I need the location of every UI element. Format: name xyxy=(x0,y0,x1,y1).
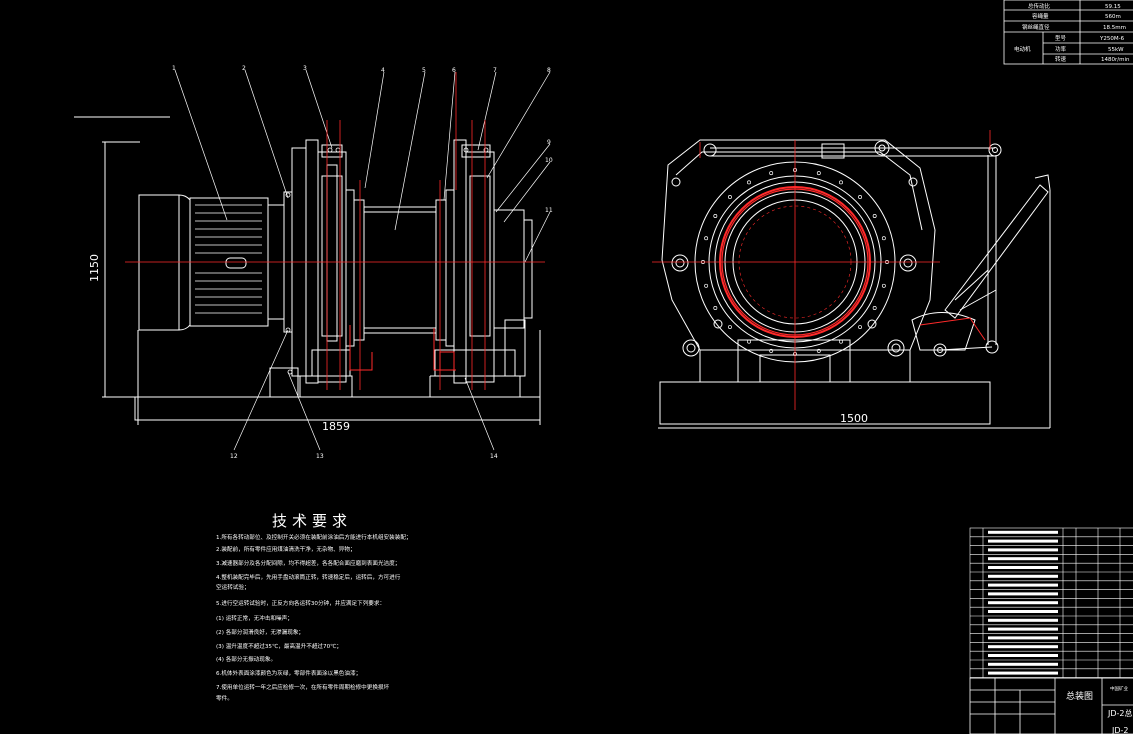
spec-label-capacity: 容绳量 xyxy=(1032,12,1049,20)
tech-req-item: 1.所有各转动部位、及控制开关必须在装配前涂油后方能进行本机组安装装配； xyxy=(216,535,412,541)
parts-list-entry xyxy=(988,548,1058,552)
part-callouts: 1 2 3 4 5 6 7 8 9 10 11 12 13 14 xyxy=(172,65,553,460)
title-block-drawing-no: JD-2总 xyxy=(1107,708,1133,718)
parts-list-entry xyxy=(988,636,1058,640)
parts-list-entry xyxy=(988,618,1058,622)
bolt-hole xyxy=(704,236,709,241)
parts-list-entry xyxy=(988,645,1058,649)
bolt-hole xyxy=(769,348,774,353)
tech-req-item: (3) 温升温度不超过35℃，最高温升不超过70℃； xyxy=(216,644,343,650)
dimension-length-right: 1500 xyxy=(840,412,868,425)
tech-req-item: (4) 各部分无振动现象。 xyxy=(216,657,277,663)
parts-list-entry xyxy=(988,557,1058,561)
title-block-org: 中国矿业 xyxy=(1110,685,1128,692)
tech-req-item: 零件。 xyxy=(216,696,233,702)
callout-7: 7 xyxy=(493,67,497,74)
tech-requirements-title: 技术要求 xyxy=(272,512,353,530)
side-view xyxy=(658,139,1051,429)
tech-req-item: 4.整机装配完毕后，先用手盘动滚筒正转，转速稳定后，运转后，方可进行 xyxy=(216,575,401,581)
bolt-hole xyxy=(727,194,732,199)
side-view-bolt-ring xyxy=(701,168,889,356)
bolt-hole xyxy=(713,306,718,310)
bolt-hole xyxy=(872,214,877,218)
spec-value-power: 55kW xyxy=(1108,47,1124,53)
parts-list-entry xyxy=(988,592,1058,596)
parts-list-entry xyxy=(988,610,1058,613)
tech-req-item: 5.进行空运转试验时，正反方向各运转30分钟，并应满足下列要求： xyxy=(216,601,386,607)
parts-list-entry xyxy=(988,627,1058,631)
bolt-hole xyxy=(769,171,774,176)
parts-list-entry xyxy=(988,566,1058,569)
spec-value-rope: 18.5mm xyxy=(1103,25,1126,31)
parts-list-entry xyxy=(988,662,1058,666)
parts-list-entry xyxy=(988,601,1058,605)
callout-11: 11 xyxy=(545,207,553,214)
spec-sub-model: 型号 xyxy=(1055,34,1067,42)
tech-req-item: 7.使用单位运转一年之后应检修一次，在所有零件周期检修中更换损坏 xyxy=(216,685,390,691)
tech-req-item: 3.减速器部分及各分配间隙，均不得超差，各各配合面应磨到表面光洁度； xyxy=(216,561,401,567)
callout-1: 1 xyxy=(172,65,176,72)
callout-2: 2 xyxy=(242,65,246,72)
tech-req-item: (2) 各部分润滑良好，无渗漏现象； xyxy=(216,630,305,636)
parts-list-entry xyxy=(988,539,1058,543)
callout-5: 5 xyxy=(422,67,426,74)
front-view-centerlines xyxy=(125,72,545,390)
side-view-red-features xyxy=(652,130,991,410)
dimension-height-left: 1150 xyxy=(88,254,101,282)
bolt-hole xyxy=(858,194,863,199)
spec-table-text: 总传动比 59.15 容绳量 560m 钢丝绳直径 18.5mm 电动机 型号 … xyxy=(1014,2,1130,63)
bolt-hole xyxy=(727,325,732,330)
parts-list-entry xyxy=(988,574,1058,578)
spec-sub-power: 功率 xyxy=(1055,45,1067,53)
parts-list-entry xyxy=(988,654,1058,657)
parts-list-entry xyxy=(988,583,1058,587)
spec-value-model: Y250M-6 xyxy=(1099,36,1125,42)
title-block-drawing-no-short: JD-2 xyxy=(1111,726,1129,734)
tech-req-item: (1) 运转正常，无冲击和噪声； xyxy=(216,616,293,622)
bolt-hole xyxy=(816,348,821,353)
parts-list-entry xyxy=(988,530,1058,534)
bolt-hole xyxy=(881,283,886,288)
spec-value-speed: 1480r/min xyxy=(1101,57,1130,63)
callout-13: 13 xyxy=(316,453,324,460)
bolt-hole xyxy=(713,214,718,218)
bolt-hole xyxy=(858,325,863,330)
title-block-drawing-name: 总装图 xyxy=(1066,690,1093,702)
callout-14: 14 xyxy=(490,453,498,460)
bolt-hole xyxy=(881,236,886,241)
callout-10: 10 xyxy=(545,157,553,164)
bolt-hole xyxy=(839,180,843,185)
bolt-hole xyxy=(704,283,709,288)
spec-label-rope: 钢丝绳直径 xyxy=(1022,23,1050,31)
bolt-hole xyxy=(839,339,843,344)
callout-4: 4 xyxy=(381,67,385,74)
bolt-hole xyxy=(747,339,751,344)
spec-sub-speed: 转速 xyxy=(1055,55,1067,63)
callout-8: 8 xyxy=(547,67,551,74)
dimension-length-left: 1859 xyxy=(322,420,350,433)
parts-list xyxy=(969,527,1133,679)
front-view xyxy=(74,69,551,451)
parts-list-entry xyxy=(988,671,1058,675)
tech-req-item: 6.机体外表面涂漆颜色为灰绿，零部件表面涂以黑色油漆； xyxy=(216,671,362,677)
bolt-hole xyxy=(872,306,877,310)
callout-12: 12 xyxy=(230,453,238,460)
tech-req-item: 2.装配前，所有零件应用煤油清洗干净，无杂物、异物； xyxy=(216,547,356,553)
bolt-hole xyxy=(747,180,751,185)
title-block xyxy=(969,677,1133,734)
bolt-hole xyxy=(816,171,821,176)
spec-label-motor: 电动机 xyxy=(1014,45,1031,53)
callout-9: 9 xyxy=(547,139,551,146)
callout-3: 3 xyxy=(303,65,307,72)
front-view-red-details xyxy=(349,325,456,371)
spec-label-ratio: 总传动比 xyxy=(1028,2,1051,10)
spec-table xyxy=(1003,0,1133,65)
callout-6: 6 xyxy=(452,67,456,74)
spec-value-ratio: 59.15 xyxy=(1105,4,1121,10)
spec-value-capacity: 560m xyxy=(1105,14,1121,20)
tech-req-item: 空运转试验； xyxy=(216,585,250,591)
